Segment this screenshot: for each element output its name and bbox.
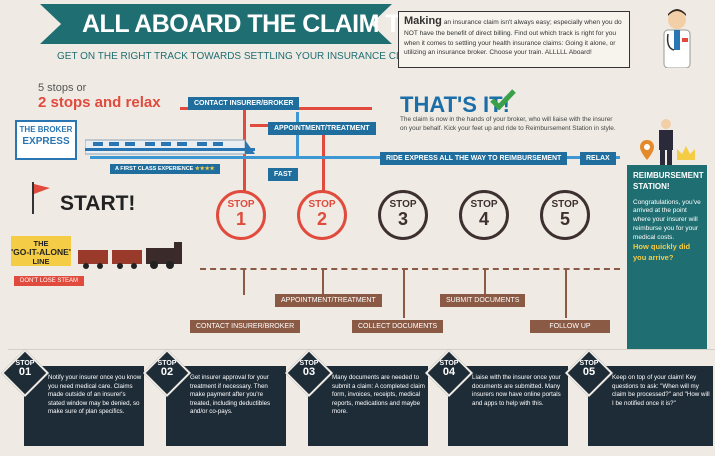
option-two-stops: 2 stops and relax xyxy=(38,94,161,111)
stop-04-text: Liaise with the insurer once your docume… xyxy=(472,374,561,407)
stop-03-box xyxy=(308,366,428,446)
rail-connector-5 xyxy=(565,270,567,318)
stop-04-word: STOP xyxy=(439,360,459,367)
express-train-icon xyxy=(85,139,255,155)
first-class-tag: A FIRST CLASS EXPERIENCE ★★★★ xyxy=(110,164,220,174)
go-it-alone-rail xyxy=(200,268,620,270)
start-flag-icon xyxy=(32,182,50,214)
stop-02-text: Get insurer approval for your treatment … xyxy=(190,374,271,416)
stop-02-number: 02 xyxy=(160,366,174,379)
stop-3-word: STOP xyxy=(389,199,417,210)
label-submit-documents: SUBMIT DOCUMENTS xyxy=(440,294,526,307)
stop-02-word: STOP xyxy=(157,360,177,367)
label-contact-bottom: CONTACT INSURER/BROKER xyxy=(190,320,301,333)
stop-04-number: 04 xyxy=(442,366,456,379)
thats-it-text: The claim is now in the hands of your br… xyxy=(400,116,616,132)
label-appointment-bottom: APPOINTMENT/TREATMENT xyxy=(275,294,382,307)
stop-01-box xyxy=(24,366,144,446)
rail-connector-3 xyxy=(403,270,405,318)
doctor-illustration-icon xyxy=(663,9,691,68)
stop-01-word: STOP xyxy=(15,360,35,367)
rail-connector-2 xyxy=(322,270,324,295)
label-collect-documents: COLLECT DOCUMENTS xyxy=(352,320,444,333)
stop-03-word: STOP xyxy=(299,360,319,367)
stop-2-number: 2 xyxy=(316,209,327,229)
first-class-stars: ★★★★ xyxy=(194,166,215,172)
title-banner xyxy=(40,4,392,44)
intro-box: Making an insurance claim isn't always e… xyxy=(398,11,630,68)
stop-01-text: Notify your insurer once you know you ne… xyxy=(48,374,142,416)
label-fast: FAST xyxy=(268,168,298,181)
broker-sign-line2: EXPRESS xyxy=(22,136,70,148)
broker-sign-line1: THE BROKER xyxy=(19,125,73,134)
checkmark-icon xyxy=(490,89,516,110)
stop-01-number: 01 xyxy=(18,366,32,379)
rail-connector-1 xyxy=(243,270,245,295)
alone-line2: 'GO-IT-ALONE' xyxy=(11,247,71,258)
alone-line3: LINE xyxy=(32,256,50,266)
alone-line1: THE xyxy=(33,239,49,248)
reimbursement-station-box: REIMBURSEMENT STATION! Congratulations, … xyxy=(627,165,707,350)
first-class-text: A FIRST CLASS EXPERIENCE xyxy=(115,166,194,172)
stop-4-number: 4 xyxy=(478,209,489,229)
stop-05-word: STOP xyxy=(579,360,599,367)
label-ride-express: RIDE EXPRESS ALL THE WAY TO REIMBURSEMEN… xyxy=(380,152,568,165)
reimbursement-text: Congratulations, you've arrived at the p… xyxy=(633,198,701,241)
stop-04-box xyxy=(448,366,568,446)
reimbursement-question: How quickly did you arrive? xyxy=(633,242,691,262)
stop-5-word: STOP xyxy=(551,199,579,210)
stop-02-box xyxy=(166,366,286,446)
intro-lead: Making xyxy=(404,15,442,27)
businessman-icon xyxy=(659,119,673,166)
steam-train-icon xyxy=(78,242,182,269)
map-pin-icon xyxy=(640,140,654,160)
crown-icon xyxy=(677,146,695,160)
stop-3-number: 3 xyxy=(397,209,408,229)
label-contact-top: CONTACT INSURER/BROKER xyxy=(188,97,300,110)
dont-lose-steam-tag: DON'T LOSE STEAM xyxy=(14,276,85,286)
label-appointment-top: APPOINTMENT/TREATMENT xyxy=(268,122,376,135)
stop-1-word: STOP xyxy=(227,199,255,210)
stop-03-text: Many documents are needed to submit a cl… xyxy=(332,374,425,416)
broker-express-sign: THE BROKER EXPRESS xyxy=(15,120,77,160)
start-label: START! xyxy=(60,192,136,215)
page-subtitle: GET ON THE RIGHT TRACK TOWARDS SETTLING … xyxy=(57,51,426,62)
label-follow-up: FOLLOW UP xyxy=(530,320,610,333)
track-blue-express xyxy=(90,156,620,159)
option-five-stops: 5 stops or xyxy=(38,82,87,94)
divider xyxy=(8,349,715,350)
rail-connector-4 xyxy=(484,270,486,295)
intro-text: an insurance claim isn't always easy; es… xyxy=(404,19,622,56)
go-it-alone-sign: THE 'GO-IT-ALONE' LINE xyxy=(11,236,71,266)
stop-1-number: 1 xyxy=(235,209,246,229)
stop-2-word: STOP xyxy=(308,199,336,210)
stop-05-number: 05 xyxy=(582,366,596,379)
reimbursement-title: REIMBURSEMENT STATION! xyxy=(633,171,704,191)
stop-5-number: 5 xyxy=(559,209,570,229)
stop-05-text: Keep on top of your claim! Key questions… xyxy=(612,374,710,407)
stop-05-box xyxy=(588,366,713,446)
stop-03-number: 03 xyxy=(302,366,316,379)
stop-4-word: STOP xyxy=(470,199,498,210)
label-relax: RELAX xyxy=(580,152,616,165)
thats-it-heading: THAT'S IT! xyxy=(400,92,510,117)
